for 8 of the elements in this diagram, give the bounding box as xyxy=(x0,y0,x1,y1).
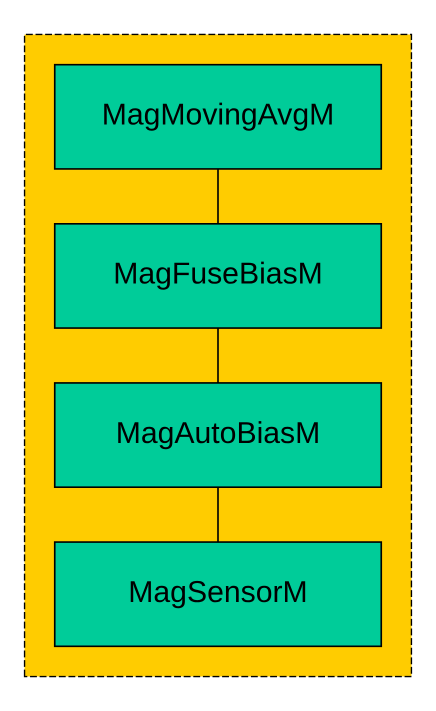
connector xyxy=(217,328,219,383)
node-box: MagSensorM xyxy=(54,541,382,648)
node-box: MagFuseBiasM xyxy=(54,222,382,329)
cluster xyxy=(24,34,412,678)
connector xyxy=(217,487,219,542)
node-box: MagAutoBiasM xyxy=(54,382,382,488)
connector xyxy=(217,168,219,224)
node-box: MagMovingAvgM xyxy=(54,64,382,170)
